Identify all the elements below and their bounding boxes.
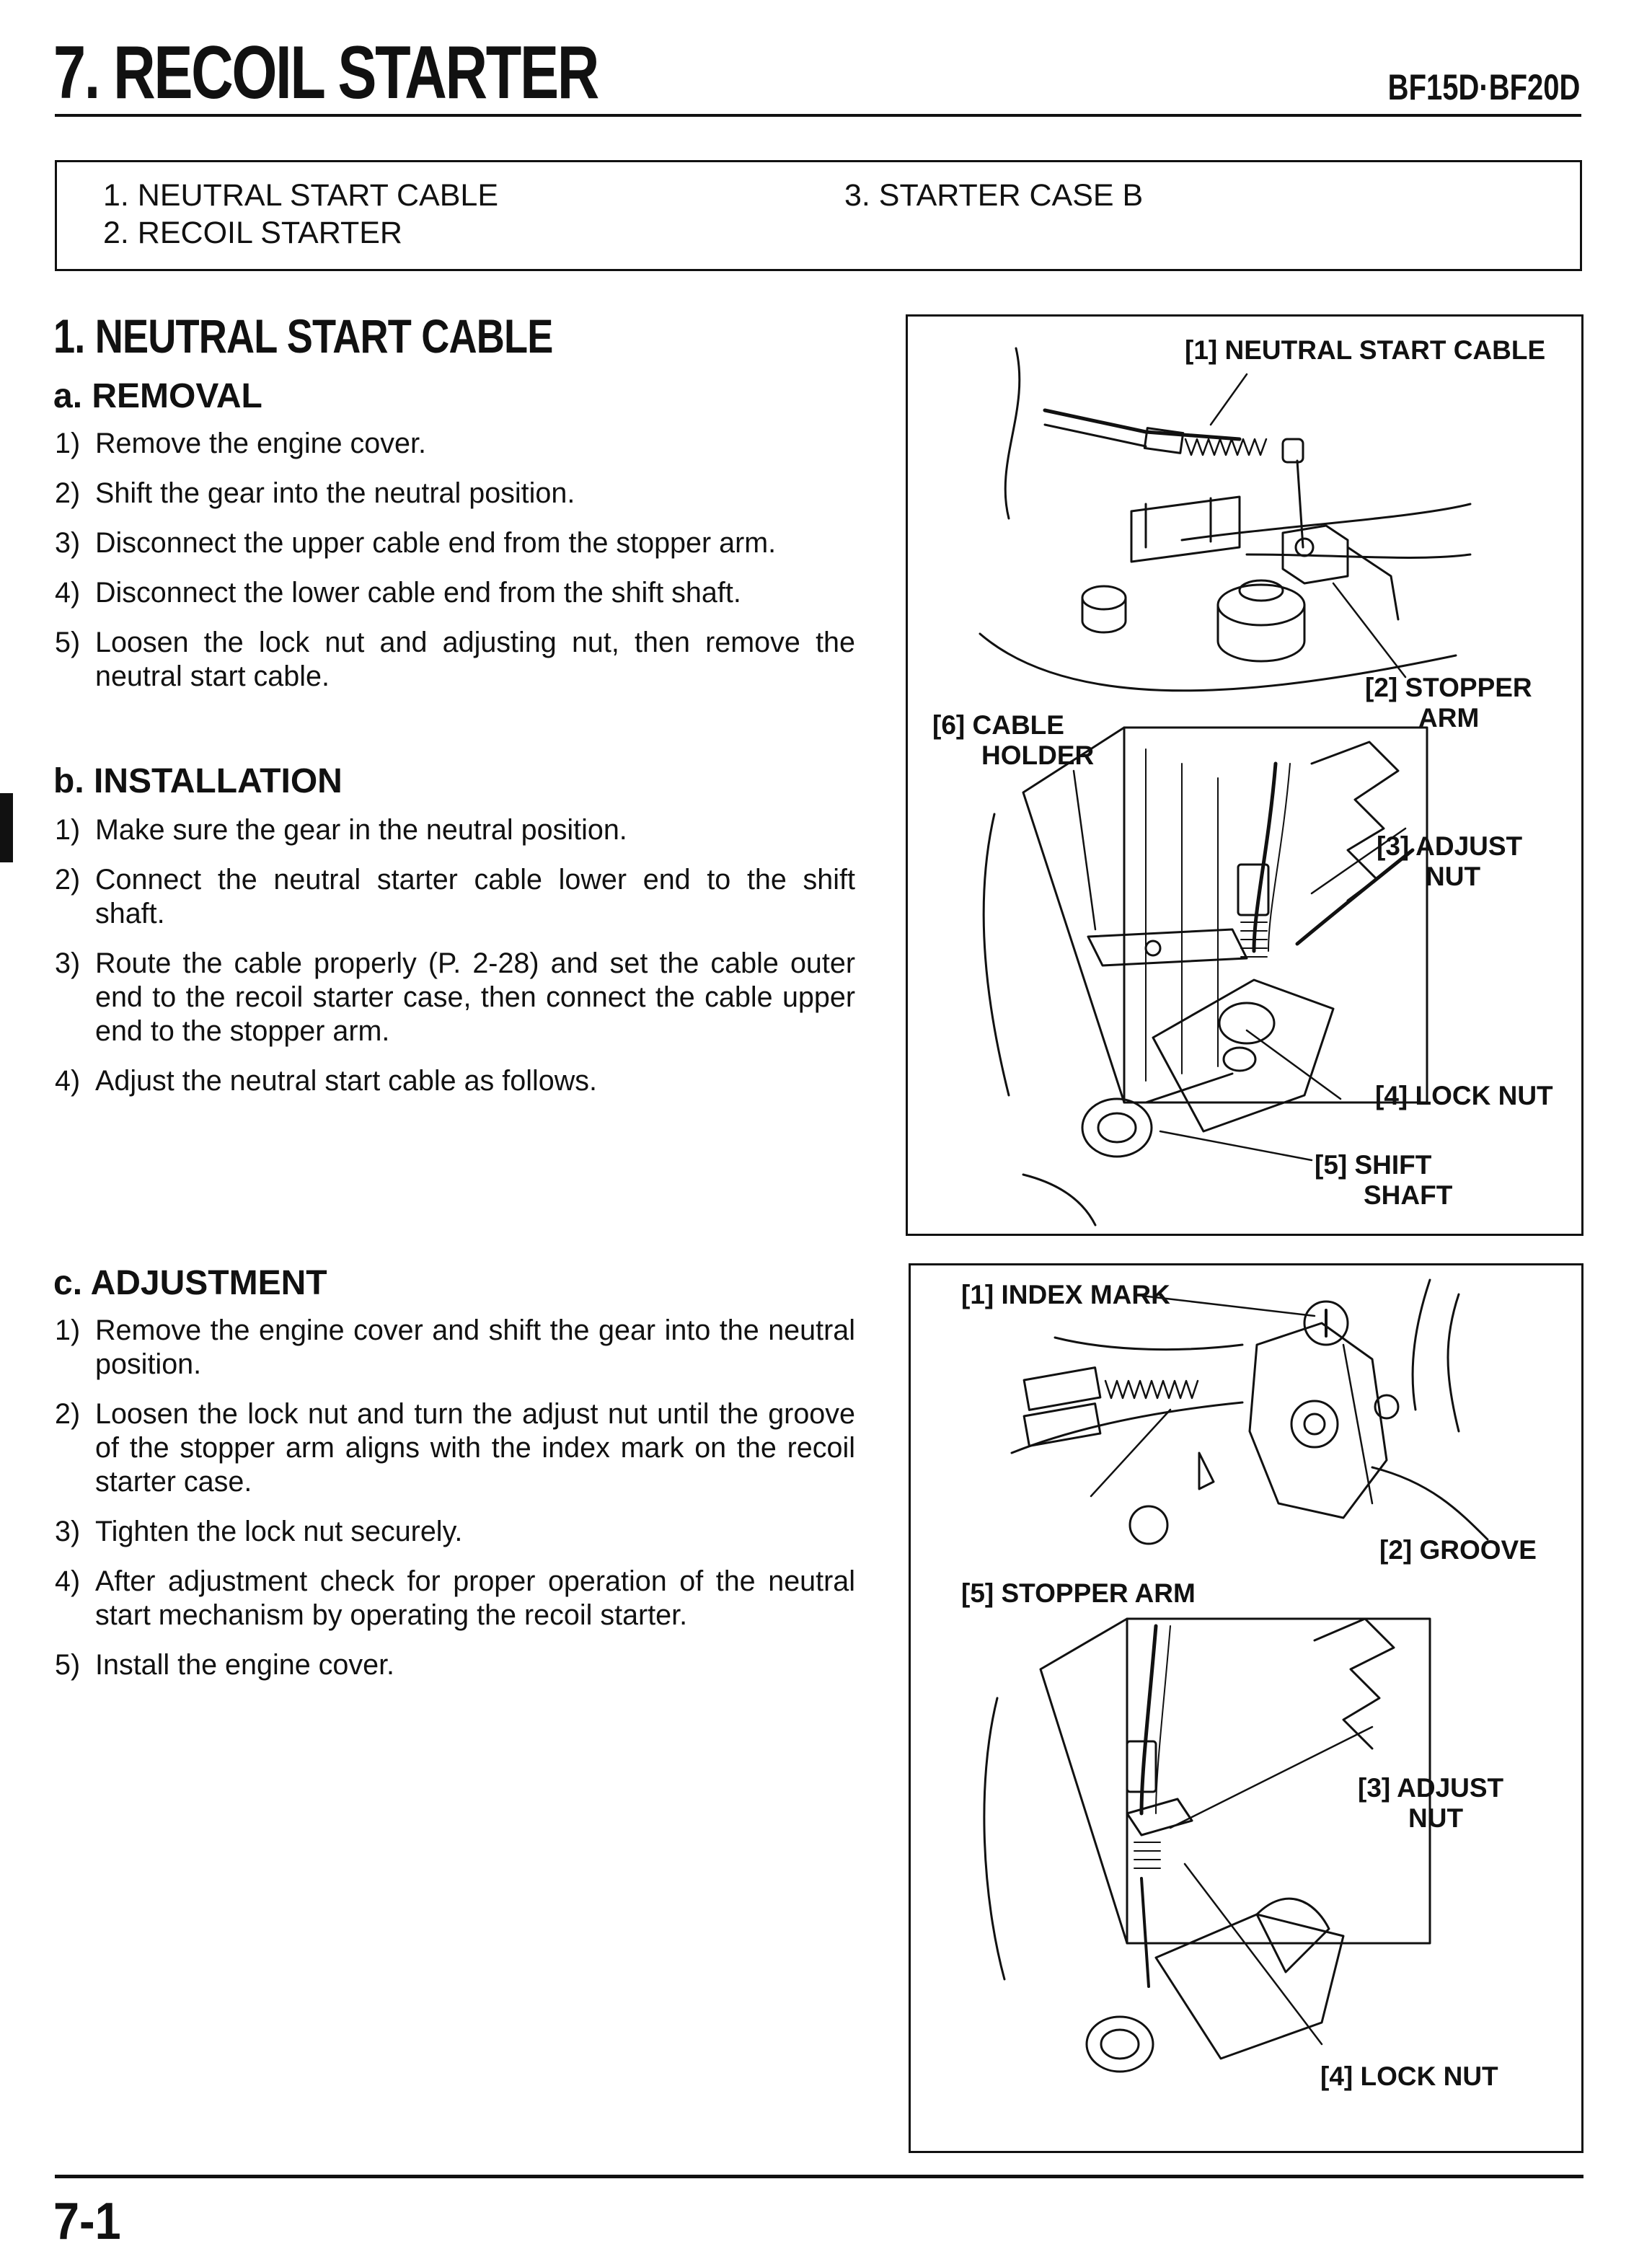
label-shift-shaft: [5] SHIFT — [1315, 1150, 1432, 1180]
toc-item[interactable]: 2. RECOIL STARTER — [103, 216, 402, 250]
removal-installation-figure: [1] NEUTRAL START CABLE [2] STOPPER ARM … — [906, 314, 1583, 1236]
header-rule — [55, 114, 1581, 117]
list-item: 1)Make sure the gear in the neutral posi… — [55, 814, 627, 846]
adjustment-figure: [1] INDEX MARK [2] GROOVE [5] STOPPER AR… — [909, 1263, 1583, 2153]
label-stopper-arm: [5] STOPPER ARM — [961, 1578, 1196, 1608]
chapter-title: 7. RECOIL STARTER — [53, 31, 599, 115]
label-cable-holder: [6] CABLE — [932, 710, 1064, 740]
list-item: 4)Disconnect the lower cable end from th… — [55, 577, 741, 609]
toc-item[interactable]: 1. NEUTRAL START CABLE — [103, 178, 499, 213]
label-stopper-arm: [2] STOPPER — [1365, 673, 1532, 702]
list-item: 4)After adjustment check for proper oper… — [55, 1565, 855, 1631]
adjustment-diagram-illustration — [983, 1278, 1489, 2073]
list-item: 3)Tighten the lock nut securely. — [55, 1516, 463, 1547]
cable-diagram-illustration — [979, 347, 1472, 1227]
installation-steps: 1)Make sure the gear in the neutral posi… — [55, 813, 855, 1114]
list-item: 2)Loosen the lock nut and turn the adjus… — [55, 1398, 855, 1498]
label-cable-holder-line2: HOLDER — [981, 741, 1095, 770]
label-lock-nut: [4] LOCK NUT — [1320, 2061, 1498, 2091]
label-groove: [2] GROOVE — [1379, 1535, 1537, 1565]
installation-heading: b. INSTALLATION — [53, 762, 343, 800]
removal-heading: a. REMOVAL — [53, 377, 262, 415]
model-designation: BF15D·BF20D — [1387, 67, 1580, 107]
removal-steps: 1)Remove the engine cover. 2)Shift the g… — [55, 427, 855, 710]
toc-item[interactable]: 3. STARTER CASE B — [844, 178, 1144, 213]
label-adjust-nut: [3] ADJUST — [1358, 1773, 1504, 1803]
adjustment-heading: c. ADJUSTMENT — [53, 1264, 327, 1302]
footer-rule — [55, 2175, 1583, 2178]
list-item: 5)Loosen the lock nut and adjusting nut,… — [55, 627, 855, 692]
label-neutral-start-cable: [1] NEUTRAL START CABLE — [1185, 335, 1546, 365]
label-shift-shaft-line2: SHAFT — [1364, 1180, 1453, 1210]
list-item: 1)Remove the engine cover and shift the … — [55, 1314, 855, 1380]
adjustment-steps: 1)Remove the engine cover and shift the … — [55, 1314, 855, 1698]
list-item: 1)Remove the engine cover. — [55, 428, 426, 459]
list-item: 2)Shift the gear into the neutral positi… — [55, 477, 575, 509]
label-adjust-nut-line2: NUT — [1426, 862, 1481, 891]
page-number: 7-1 — [53, 2193, 121, 2250]
section-title: 1. NEUTRAL START CABLE — [53, 309, 553, 363]
list-item: 3)Route the cable properly (P. 2-28) and… — [55, 947, 855, 1047]
label-stopper-arm-line2: ARM — [1418, 703, 1480, 733]
section-tab-marker — [0, 793, 13, 862]
list-item: 5)Install the engine cover. — [55, 1649, 395, 1681]
list-item: 2)Connect the neutral starter cable lowe… — [55, 864, 855, 929]
label-adjust-nut: [3] ADJUST — [1377, 831, 1523, 861]
list-item: 3)Disconnect the upper cable end from th… — [55, 527, 777, 559]
label-adjust-nut-line2: NUT — [1408, 1803, 1464, 1833]
list-item: 4)Adjust the neutral start cable as foll… — [55, 1065, 597, 1097]
label-index-mark: [1] INDEX MARK — [961, 1280, 1170, 1309]
chapter-contents-box: 1. NEUTRAL START CABLE 2. RECOIL STARTER… — [55, 160, 1582, 271]
label-lock-nut: [4] LOCK NUT — [1375, 1081, 1553, 1110]
